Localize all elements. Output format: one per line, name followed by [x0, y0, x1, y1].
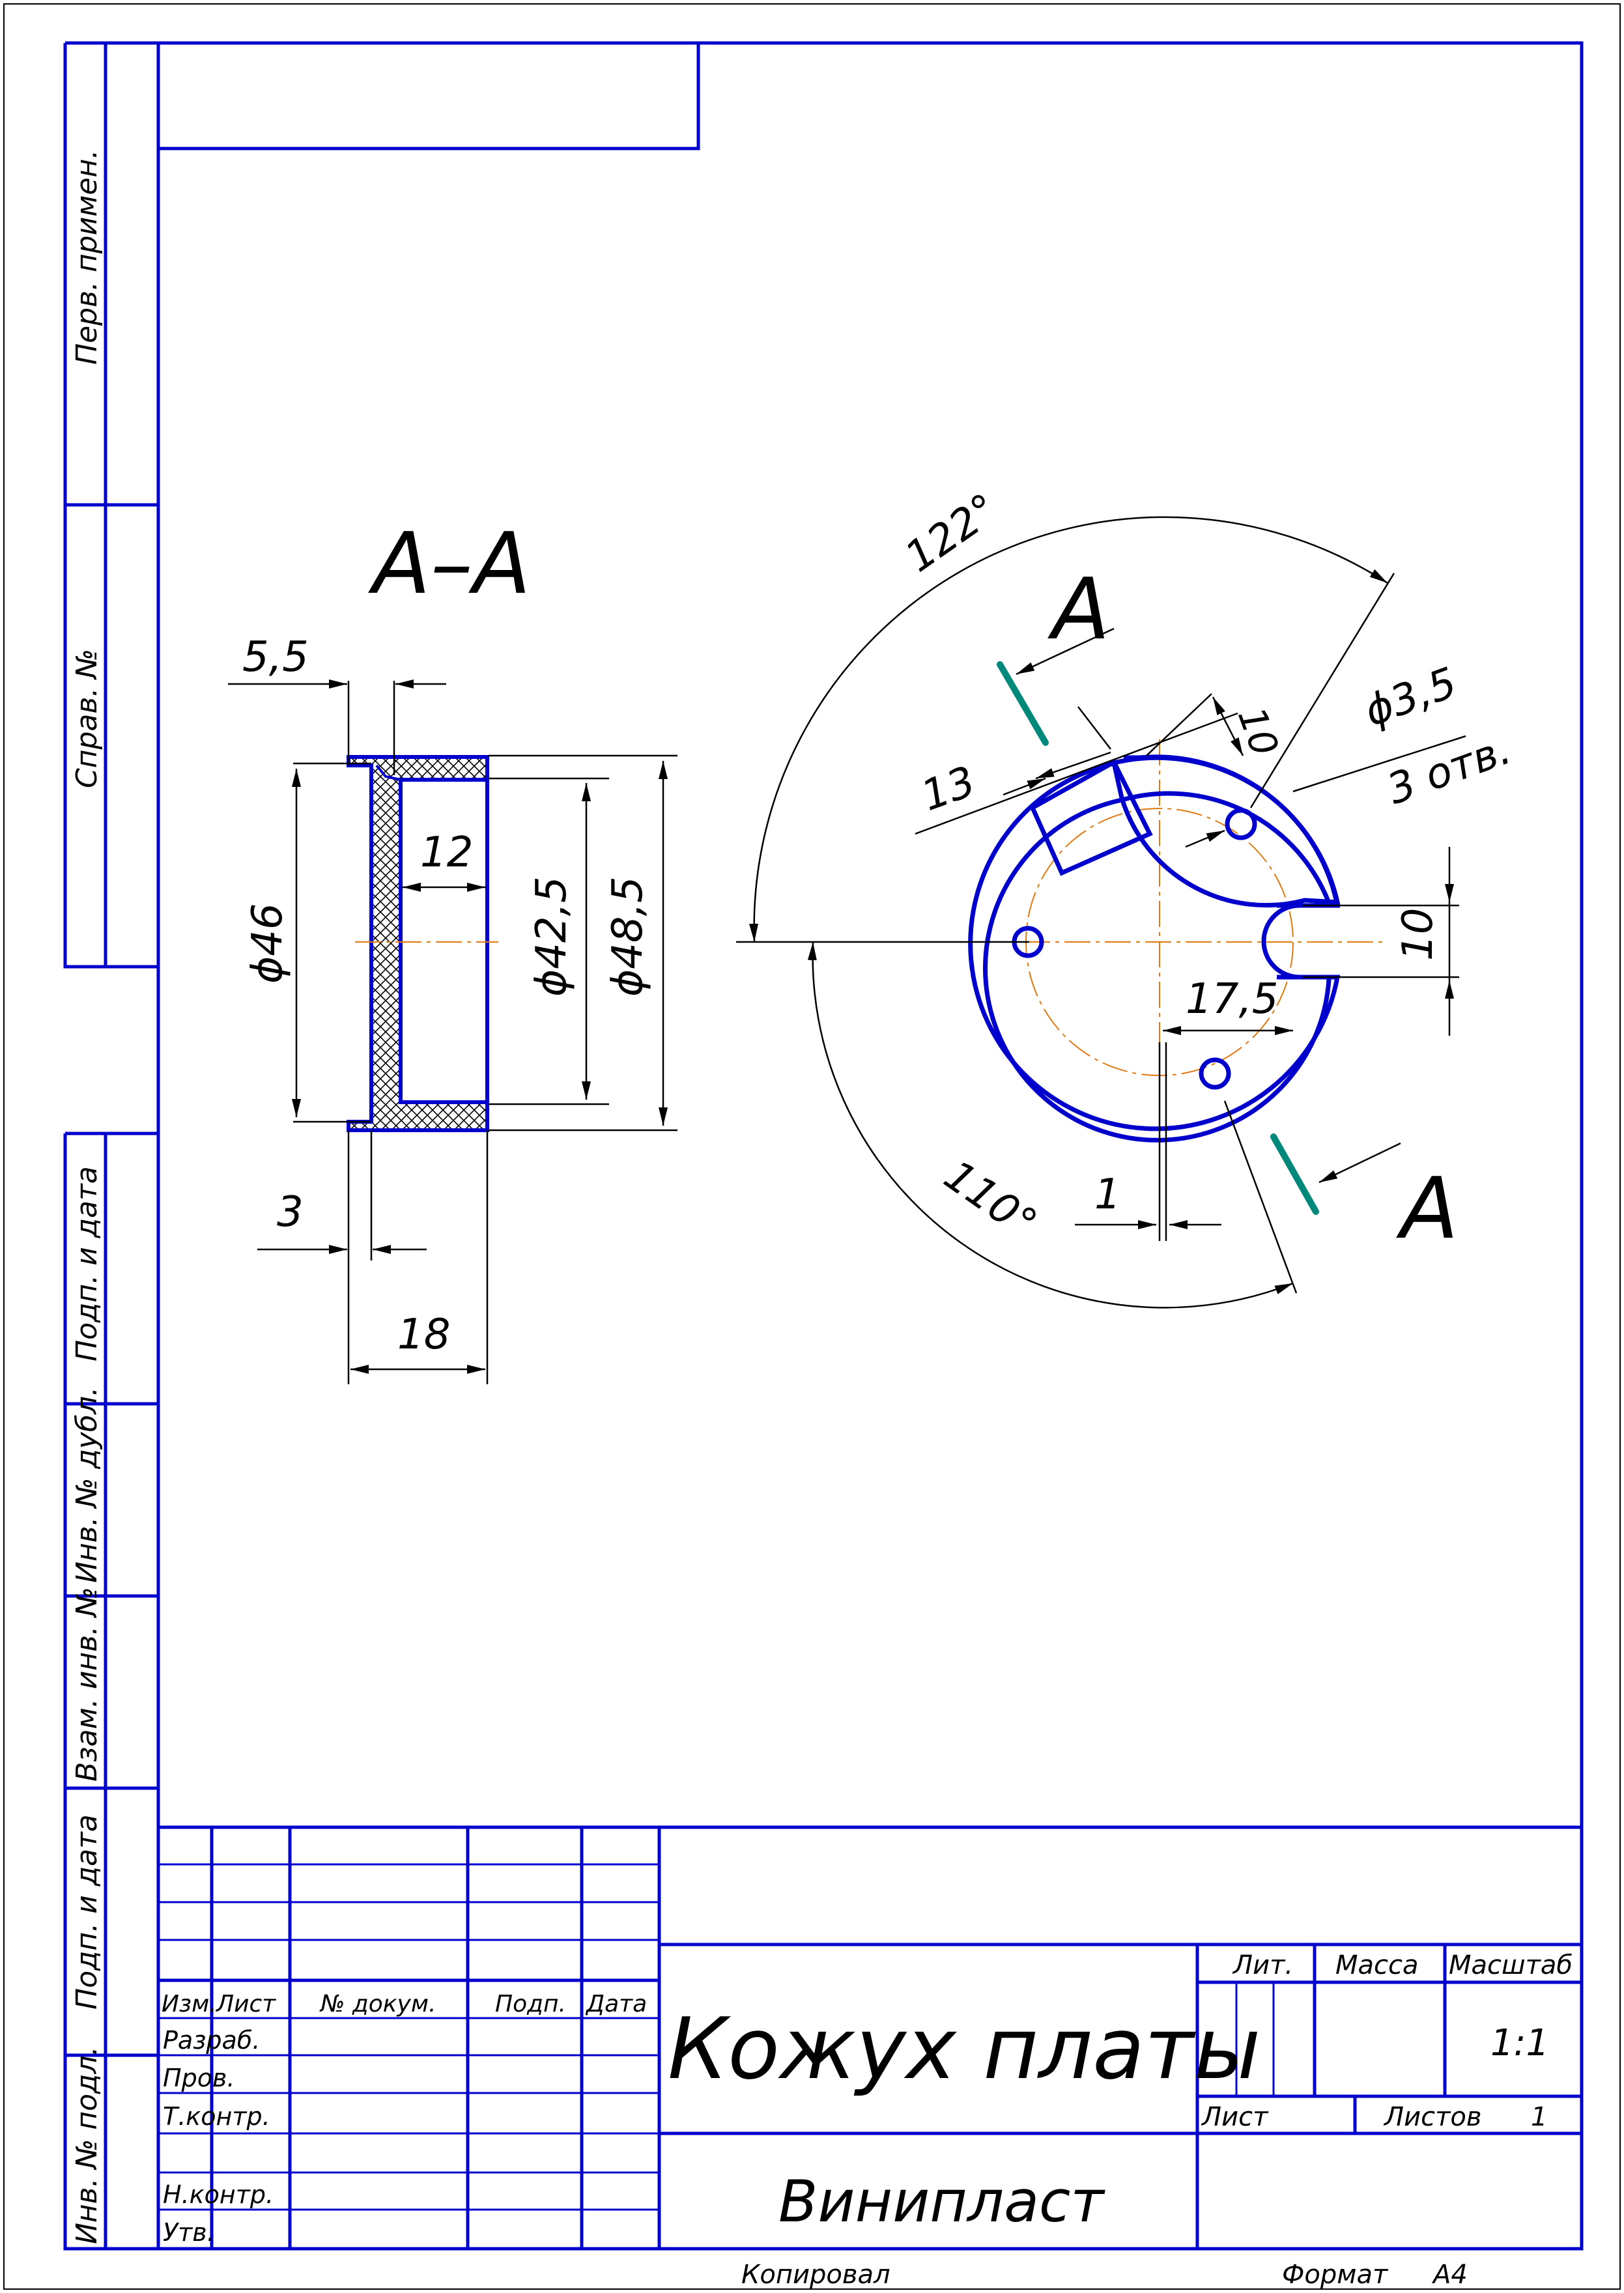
- tb-header-sheet: Лист: [215, 1991, 276, 2017]
- dim-w18: 18: [397, 1311, 450, 1359]
- tb-sheets-value: 1: [1531, 2102, 1547, 2132]
- left-side-columns: [63, 41, 160, 2251]
- side-label-sign-date-1: Подп. и дата: [70, 1166, 104, 1361]
- footer-format-value: A4: [1431, 2260, 1468, 2290]
- dim-d48-5: ϕ48,5: [604, 876, 652, 997]
- tb-header-sign: Подп.: [495, 1991, 566, 2017]
- tb-role-norm-control: Н.контр.: [163, 2180, 274, 2209]
- cut-marker-a-bottom: A: [1396, 1159, 1459, 1258]
- side-label-sign-date-2: Подп. и дата: [70, 1814, 104, 2010]
- tb-sheet-label: Лист: [1201, 2102, 1269, 2132]
- side-label-ref-no: Справ. №: [70, 649, 104, 788]
- dim-w10-top: 10: [1229, 702, 1287, 762]
- dim-w10-slot: 10: [1394, 908, 1442, 961]
- side-label-first-use: Перв. примен.: [70, 150, 104, 365]
- dim-w12: 12: [420, 829, 473, 877]
- dim-w3: 3: [277, 1188, 304, 1236]
- dim-hole: ϕ3,5: [1358, 659, 1463, 736]
- plan-view: [736, 516, 1466, 1309]
- tb-role-developer: Разраб.: [163, 2026, 260, 2055]
- dim-d46: ϕ46: [244, 903, 292, 984]
- side-label-orig-inv: Инв. № подл.: [70, 2046, 104, 2244]
- tb-lit-label: Лит.: [1232, 1950, 1293, 1980]
- dim-d42-5: ϕ42,5: [528, 876, 576, 997]
- tb-header-rev: Изм.: [162, 1991, 217, 2017]
- dim-a122: 122°: [897, 485, 1007, 582]
- footer-format-label: Формат: [1282, 2260, 1389, 2290]
- footer-copied: Копировал: [741, 2260, 890, 2290]
- dim-w13: 13: [915, 758, 982, 821]
- dim-w1: 1: [1094, 1171, 1121, 1219]
- side-label-dup-inv: Инв. № дубл.: [70, 1387, 104, 1583]
- tb-scale-label: Масштаб: [1449, 1950, 1573, 1980]
- drawing-title: Кожух платы: [668, 1999, 1261, 2098]
- section-title: A–A: [368, 514, 531, 613]
- tb-header-date: Дата: [585, 1991, 647, 2017]
- material-label: Винипласт: [778, 2168, 1105, 2235]
- section-view: [228, 679, 677, 1384]
- tb-header-doc-no: № докум.: [319, 1991, 436, 2017]
- tb-mass-label: Масса: [1335, 1950, 1419, 1980]
- trim-border: [3, 3, 1621, 2290]
- tb-role-tech-control: Т.контр.: [163, 2102, 270, 2131]
- tb-scale-value: 1:1: [1490, 2022, 1549, 2064]
- tb-role-approver: Утв.: [163, 2218, 215, 2247]
- top-left-stamp-box: [158, 43, 700, 150]
- title-block: [156, 1825, 1582, 2249]
- tb-sheets-label: Листов: [1383, 2102, 1481, 2132]
- cut-marker-a-top: A: [1047, 560, 1110, 659]
- tb-role-checker: Пров.: [163, 2064, 235, 2092]
- dim-a110: 110°: [935, 1151, 1046, 1248]
- side-label-replace-inv: Взам. инв. №: [70, 1587, 104, 1782]
- dim-w5-5: 5,5: [242, 633, 309, 681]
- dim-hole-count: 3 отв.: [1381, 726, 1517, 814]
- dim-r17-5: 17,5: [1186, 975, 1279, 1023]
